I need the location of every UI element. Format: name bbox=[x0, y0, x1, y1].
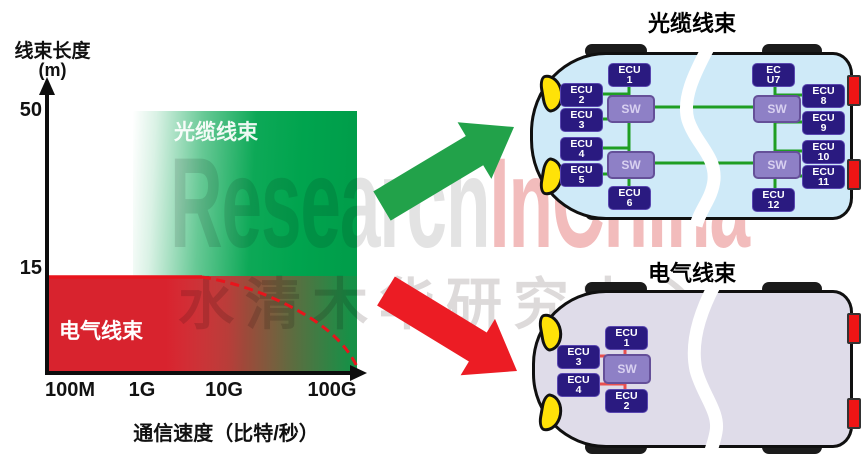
node-label: ECU bbox=[570, 84, 593, 96]
x-tick-10g: 10G bbox=[205, 379, 243, 401]
electrical-region-label: 电气线束 bbox=[59, 320, 143, 343]
sw-node-sw-rear-top: SW bbox=[753, 95, 801, 123]
node-label: SW bbox=[767, 102, 787, 116]
node-label: ECU bbox=[567, 346, 590, 358]
taillight-icon bbox=[847, 313, 861, 344]
taillight-icon bbox=[847, 75, 861, 106]
body-break-wave bbox=[679, 44, 721, 228]
y-axis-unit: (m) bbox=[38, 60, 67, 80]
node-label: 4 bbox=[578, 148, 585, 160]
node-label: 11 bbox=[817, 176, 830, 188]
node-label: ECU bbox=[618, 187, 641, 199]
x-axis-title: 通信速度（比特/秒） bbox=[133, 423, 319, 445]
sw-node-sw-front-top: SW bbox=[607, 95, 655, 123]
node-label: 1 bbox=[626, 74, 633, 86]
body-break-wave bbox=[687, 282, 724, 462]
node-label: 5 bbox=[578, 174, 585, 186]
taillight-icon bbox=[847, 159, 861, 190]
node-label: ECU bbox=[812, 85, 835, 97]
node-label: SW bbox=[617, 362, 637, 376]
node-label: ECU bbox=[570, 164, 593, 176]
node-label: ECU bbox=[762, 189, 785, 201]
node-label: ECU bbox=[570, 138, 593, 150]
electrical-car-title: 电气线束 bbox=[647, 261, 736, 286]
node-label: 12 bbox=[767, 199, 780, 211]
sw-node-sw-rear-bottom: SW bbox=[753, 151, 801, 179]
node-label: ECU bbox=[570, 109, 593, 121]
taillight-icon bbox=[847, 398, 861, 429]
node-label: SW bbox=[621, 102, 641, 116]
x-tick-1g: 1G bbox=[128, 379, 156, 401]
node-label: ECU bbox=[615, 327, 638, 339]
node-label: 6 bbox=[626, 197, 633, 209]
node-label: ECU bbox=[615, 390, 638, 402]
node-label: EC bbox=[766, 64, 781, 76]
node-label: 2 bbox=[578, 94, 585, 106]
y-tick-50: 50 bbox=[19, 99, 42, 121]
node-label: ECU bbox=[567, 374, 590, 386]
optical-region-label: 光缆线束 bbox=[174, 121, 258, 144]
node-label: 2 bbox=[623, 400, 630, 412]
node-label: SW bbox=[767, 158, 787, 172]
x-tick-100m: 100M bbox=[44, 379, 96, 401]
node-label: 9 bbox=[820, 122, 827, 134]
watermark-en-gray: Research bbox=[170, 132, 491, 275]
node-label: U7 bbox=[766, 74, 781, 86]
node-label: 3 bbox=[575, 356, 582, 368]
node-label: 3 bbox=[578, 119, 585, 131]
optical-network-links bbox=[601, 44, 803, 228]
electrical-network-links bbox=[598, 282, 724, 462]
x-tick-100g: 100G bbox=[307, 379, 357, 401]
sw-node-sw: SW bbox=[603, 354, 651, 384]
y-tick-15: 15 bbox=[19, 257, 42, 279]
node-label: 10 bbox=[817, 151, 830, 163]
node-label: ECU bbox=[812, 166, 835, 178]
node-label: 1 bbox=[623, 337, 630, 349]
optical-car-title: 光缆线束 bbox=[647, 11, 736, 36]
node-label: SW bbox=[621, 158, 641, 172]
node-label: 8 bbox=[820, 95, 827, 107]
node-label: 4 bbox=[575, 384, 582, 396]
node-label: ECU bbox=[618, 64, 641, 76]
y-axis-title: 线束长度 bbox=[14, 41, 91, 62]
node-label: ECU bbox=[812, 112, 835, 124]
sw-node-sw-front-bottom: SW bbox=[607, 151, 655, 179]
node-label: ECU bbox=[812, 141, 835, 153]
